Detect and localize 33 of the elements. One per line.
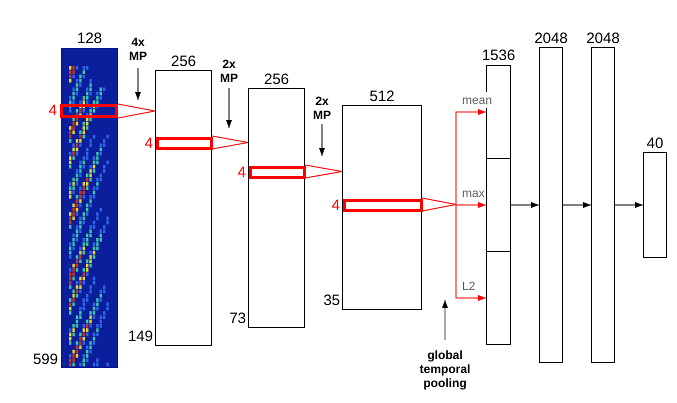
length-label: 35 — [323, 293, 340, 309]
layer-size-label: 256 — [170, 54, 196, 70]
pooling-label: 2x MP — [219, 57, 239, 85]
pooling-label: global temporal pooling — [418, 348, 472, 390]
layer-size-label: 128 — [76, 31, 102, 47]
layer-size-label: 256 — [264, 72, 290, 88]
arrow — [614, 202, 644, 208]
pooling-segment — [486, 251, 511, 345]
layer-size-label: 2048 — [586, 31, 620, 47]
filter-size-label: 4 — [332, 198, 340, 214]
filter-size-label: 4 — [48, 103, 57, 119]
receptive-field-wedge — [304, 164, 342, 178]
layer-size-label: 2048 — [534, 31, 568, 47]
filter-size-label: 4 — [144, 136, 153, 152]
pooling-label: 4x MP — [128, 35, 148, 63]
layer-size-label: 512 — [369, 89, 395, 105]
receptive-field-wedge — [212, 136, 248, 150]
pooling-segment — [486, 158, 511, 252]
receptive-field-wedge — [118, 104, 156, 118]
arrow — [456, 202, 486, 208]
pooling-label: 2x MP — [312, 94, 332, 122]
length-label: 599 — [32, 352, 58, 368]
edge-label: mean — [462, 92, 492, 108]
connector — [422, 198, 456, 212]
filter-size-label: 4 — [238, 164, 246, 180]
arrow — [456, 204, 486, 301]
layer-size-label: 1536 — [482, 48, 516, 64]
length-label: 73 — [229, 311, 246, 327]
arrow — [456, 109, 486, 205]
layer-size-label: 40 — [646, 136, 664, 152]
length-label: 149 — [128, 329, 153, 345]
arrow — [510, 202, 540, 208]
arrow — [562, 202, 592, 208]
